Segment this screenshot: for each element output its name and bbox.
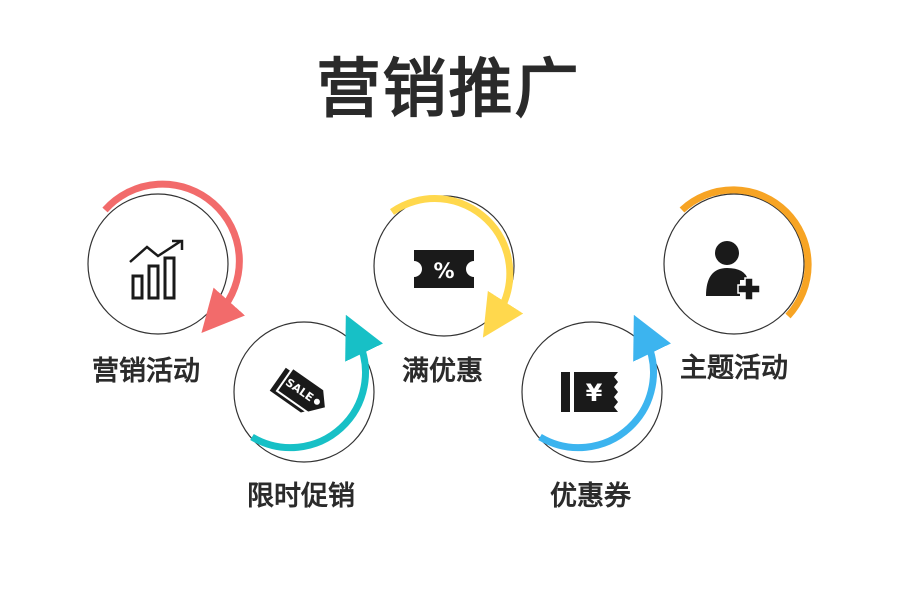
step-5-arc xyxy=(679,186,812,319)
step-2-arc xyxy=(250,314,383,452)
step-4-arc xyxy=(538,314,671,452)
yen-coupon-icon: ¥ xyxy=(561,372,618,412)
step-2-node: SALE xyxy=(233,314,383,463)
step-4-node: ¥ xyxy=(521,314,671,463)
user-add-icon xyxy=(706,241,761,301)
step-1-label: 营销活动 xyxy=(92,356,200,387)
step-3-label: 满优惠 xyxy=(402,356,483,387)
page-title: 营销推广 xyxy=(316,53,581,127)
bar-chart-trend-icon xyxy=(129,239,184,300)
step-5-label: 主题活动 xyxy=(680,353,788,384)
sale-tag-icon: SALE xyxy=(269,366,328,414)
step-1-node xyxy=(87,180,246,335)
step-4-label: 优惠券 xyxy=(550,481,631,512)
step-2-label: 限时促销 xyxy=(247,481,355,512)
step-5-node xyxy=(663,186,812,335)
yen-coupon-text: ¥ xyxy=(586,379,603,407)
step-3-node: % xyxy=(373,195,524,338)
step-3-arc xyxy=(390,195,524,338)
percent-ticket-text: % xyxy=(433,259,454,283)
step-1-arc xyxy=(102,180,246,333)
percent-ticket-icon: % xyxy=(414,250,474,288)
